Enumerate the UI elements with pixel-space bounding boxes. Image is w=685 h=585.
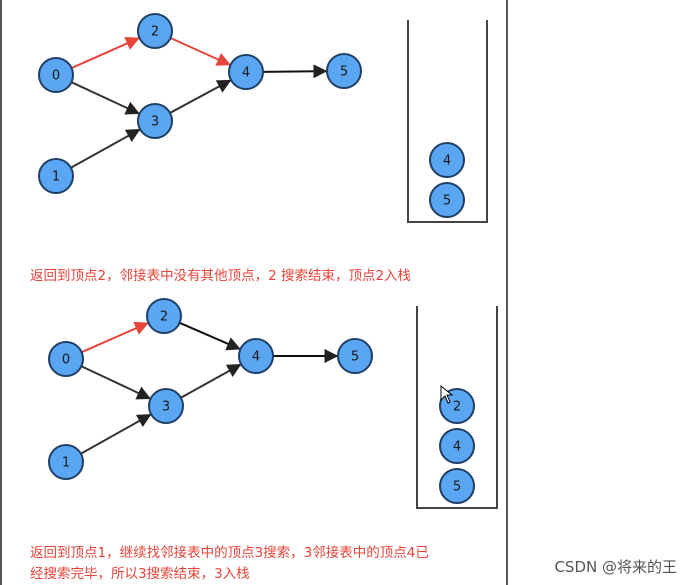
stack-container [416, 306, 498, 509]
outer-frame [0, 0, 508, 585]
graph-node-1-circle [48, 444, 84, 480]
caption-step-2: 返回到顶点1，继续找邻接表中的顶点3搜索，3邻接表中的顶点4已 经搜索完毕，所以… [30, 543, 429, 585]
graph-node-2-label: 2 [151, 25, 159, 40]
graph-node-4: 4 [238, 338, 274, 374]
stack-item-5-label: 5 [453, 480, 461, 495]
graph-node-3-circle [137, 103, 173, 139]
graph-node-3-label: 3 [162, 400, 170, 415]
graph-node-2-circle [137, 13, 173, 49]
edge-3-to-4 [180, 363, 242, 399]
graph-node-0-circle [38, 57, 74, 93]
stack-container [407, 20, 488, 223]
graph-node-5: 5 [337, 338, 373, 374]
graph-node-4-circle [228, 54, 264, 90]
edge-4-to-5 [262, 64, 328, 79]
graph-node-1-label: 1 [52, 170, 60, 185]
graph-node-3: 3 [137, 103, 173, 139]
mouse-cursor-icon [440, 384, 454, 404]
graph-node-5: 5 [326, 53, 362, 89]
stack-item-4-label: 4 [443, 154, 451, 169]
stack-item-5: 5 [429, 182, 465, 218]
edge-0-to-2 [81, 321, 149, 354]
edge-2-to-4 [179, 321, 241, 351]
graph-node-4-circle [238, 338, 274, 374]
graph-node-2-circle [146, 298, 182, 334]
caption-step-1: 返回到顶点2，邻接表中没有其他顶点，2 搜索结束，顶点2入栈 [30, 268, 412, 284]
dfs-diagram-1: 0 1 2 3 4 5 4 5 [38, 13, 488, 223]
edge-0-to-3 [70, 81, 140, 115]
edge-1-to-3 [70, 128, 141, 169]
edge-3-to-4 [169, 79, 232, 114]
graph-node-0-label: 0 [62, 353, 70, 368]
caption-step-2-line-1: 返回到顶点1，继续找邻接表中的顶点3搜索，3邻接表中的顶点4已 [30, 545, 429, 561]
stack-item-2-label: 2 [453, 400, 461, 415]
graph-node-1: 1 [38, 158, 74, 194]
stack-item-4-label: 4 [453, 440, 461, 455]
edge-0-to-2 [71, 37, 140, 70]
edge-1-to-3 [80, 413, 152, 455]
stack-item-5-circle [429, 182, 465, 218]
graph-node-0: 0 [48, 341, 84, 377]
dfs-diagram-2: 0 1 2 3 4 5 2 4 5 [48, 298, 498, 509]
graph-node-3: 3 [148, 388, 184, 424]
graph-node-4-label: 4 [252, 350, 260, 365]
graph-node-1-label: 1 [62, 456, 70, 471]
edge-2-to-4 [170, 37, 231, 66]
stack-item-4: 4 [429, 142, 465, 178]
graph-node-0-circle [48, 341, 84, 377]
graph-node-5-circle [337, 338, 373, 374]
graph-node-1: 1 [48, 444, 84, 480]
graph-node-5-circle [326, 53, 362, 89]
graph-node-5-label: 5 [351, 350, 359, 365]
graph-node-3-label: 3 [151, 115, 159, 130]
stack-item-4-circle [429, 142, 465, 178]
graph-node-0-label: 0 [52, 69, 60, 84]
stack-item-4-circle [439, 428, 475, 464]
graph-node-4: 4 [228, 54, 264, 90]
stack-item-4: 4 [439, 428, 475, 464]
stack-item-5-label: 5 [443, 194, 451, 209]
graph-node-1-circle [38, 158, 74, 194]
stack-item-5: 5 [439, 468, 475, 504]
stack-item-5-circle [439, 468, 475, 504]
graph-node-2-label: 2 [160, 310, 168, 325]
edge-0-to-3 [80, 365, 151, 400]
graph-node-3-circle [148, 388, 184, 424]
graph-node-2: 2 [137, 13, 173, 49]
graph-node-0: 0 [38, 57, 74, 93]
graph-node-2: 2 [146, 298, 182, 334]
caption-step-2-line-2: 经搜索完毕，所以3搜索结束，3入栈 [30, 566, 250, 582]
graph-node-5-label: 5 [340, 65, 348, 80]
graph-node-4-label: 4 [242, 66, 250, 81]
watermark: CSDN @将来的王 [554, 558, 677, 576]
